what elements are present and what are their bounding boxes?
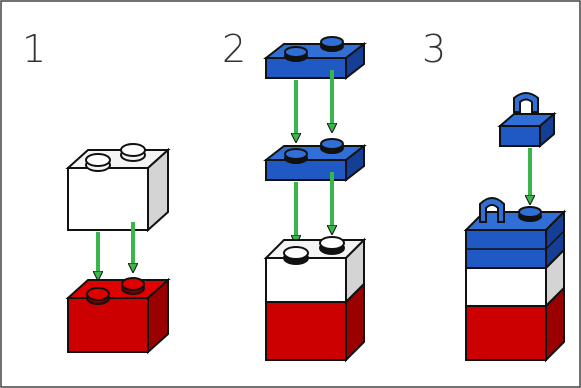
step-1-number: 1 — [22, 27, 47, 71]
white-red-stack-icon — [263, 236, 367, 363]
step-3-number: 3 — [422, 27, 447, 71]
step-1-illustration — [65, 143, 171, 355]
blue-plate-icon — [263, 138, 367, 183]
blue-plate-icon — [263, 36, 367, 81]
blue-clip-plate-icon — [497, 92, 557, 149]
finished-stack-icon — [463, 197, 567, 363]
white-brick-icon — [65, 143, 171, 233]
step-2-illustration — [263, 36, 367, 363]
step-3-illustration — [463, 92, 567, 363]
step-2-number: 2 — [222, 27, 247, 71]
red-brick-icon — [65, 277, 171, 355]
